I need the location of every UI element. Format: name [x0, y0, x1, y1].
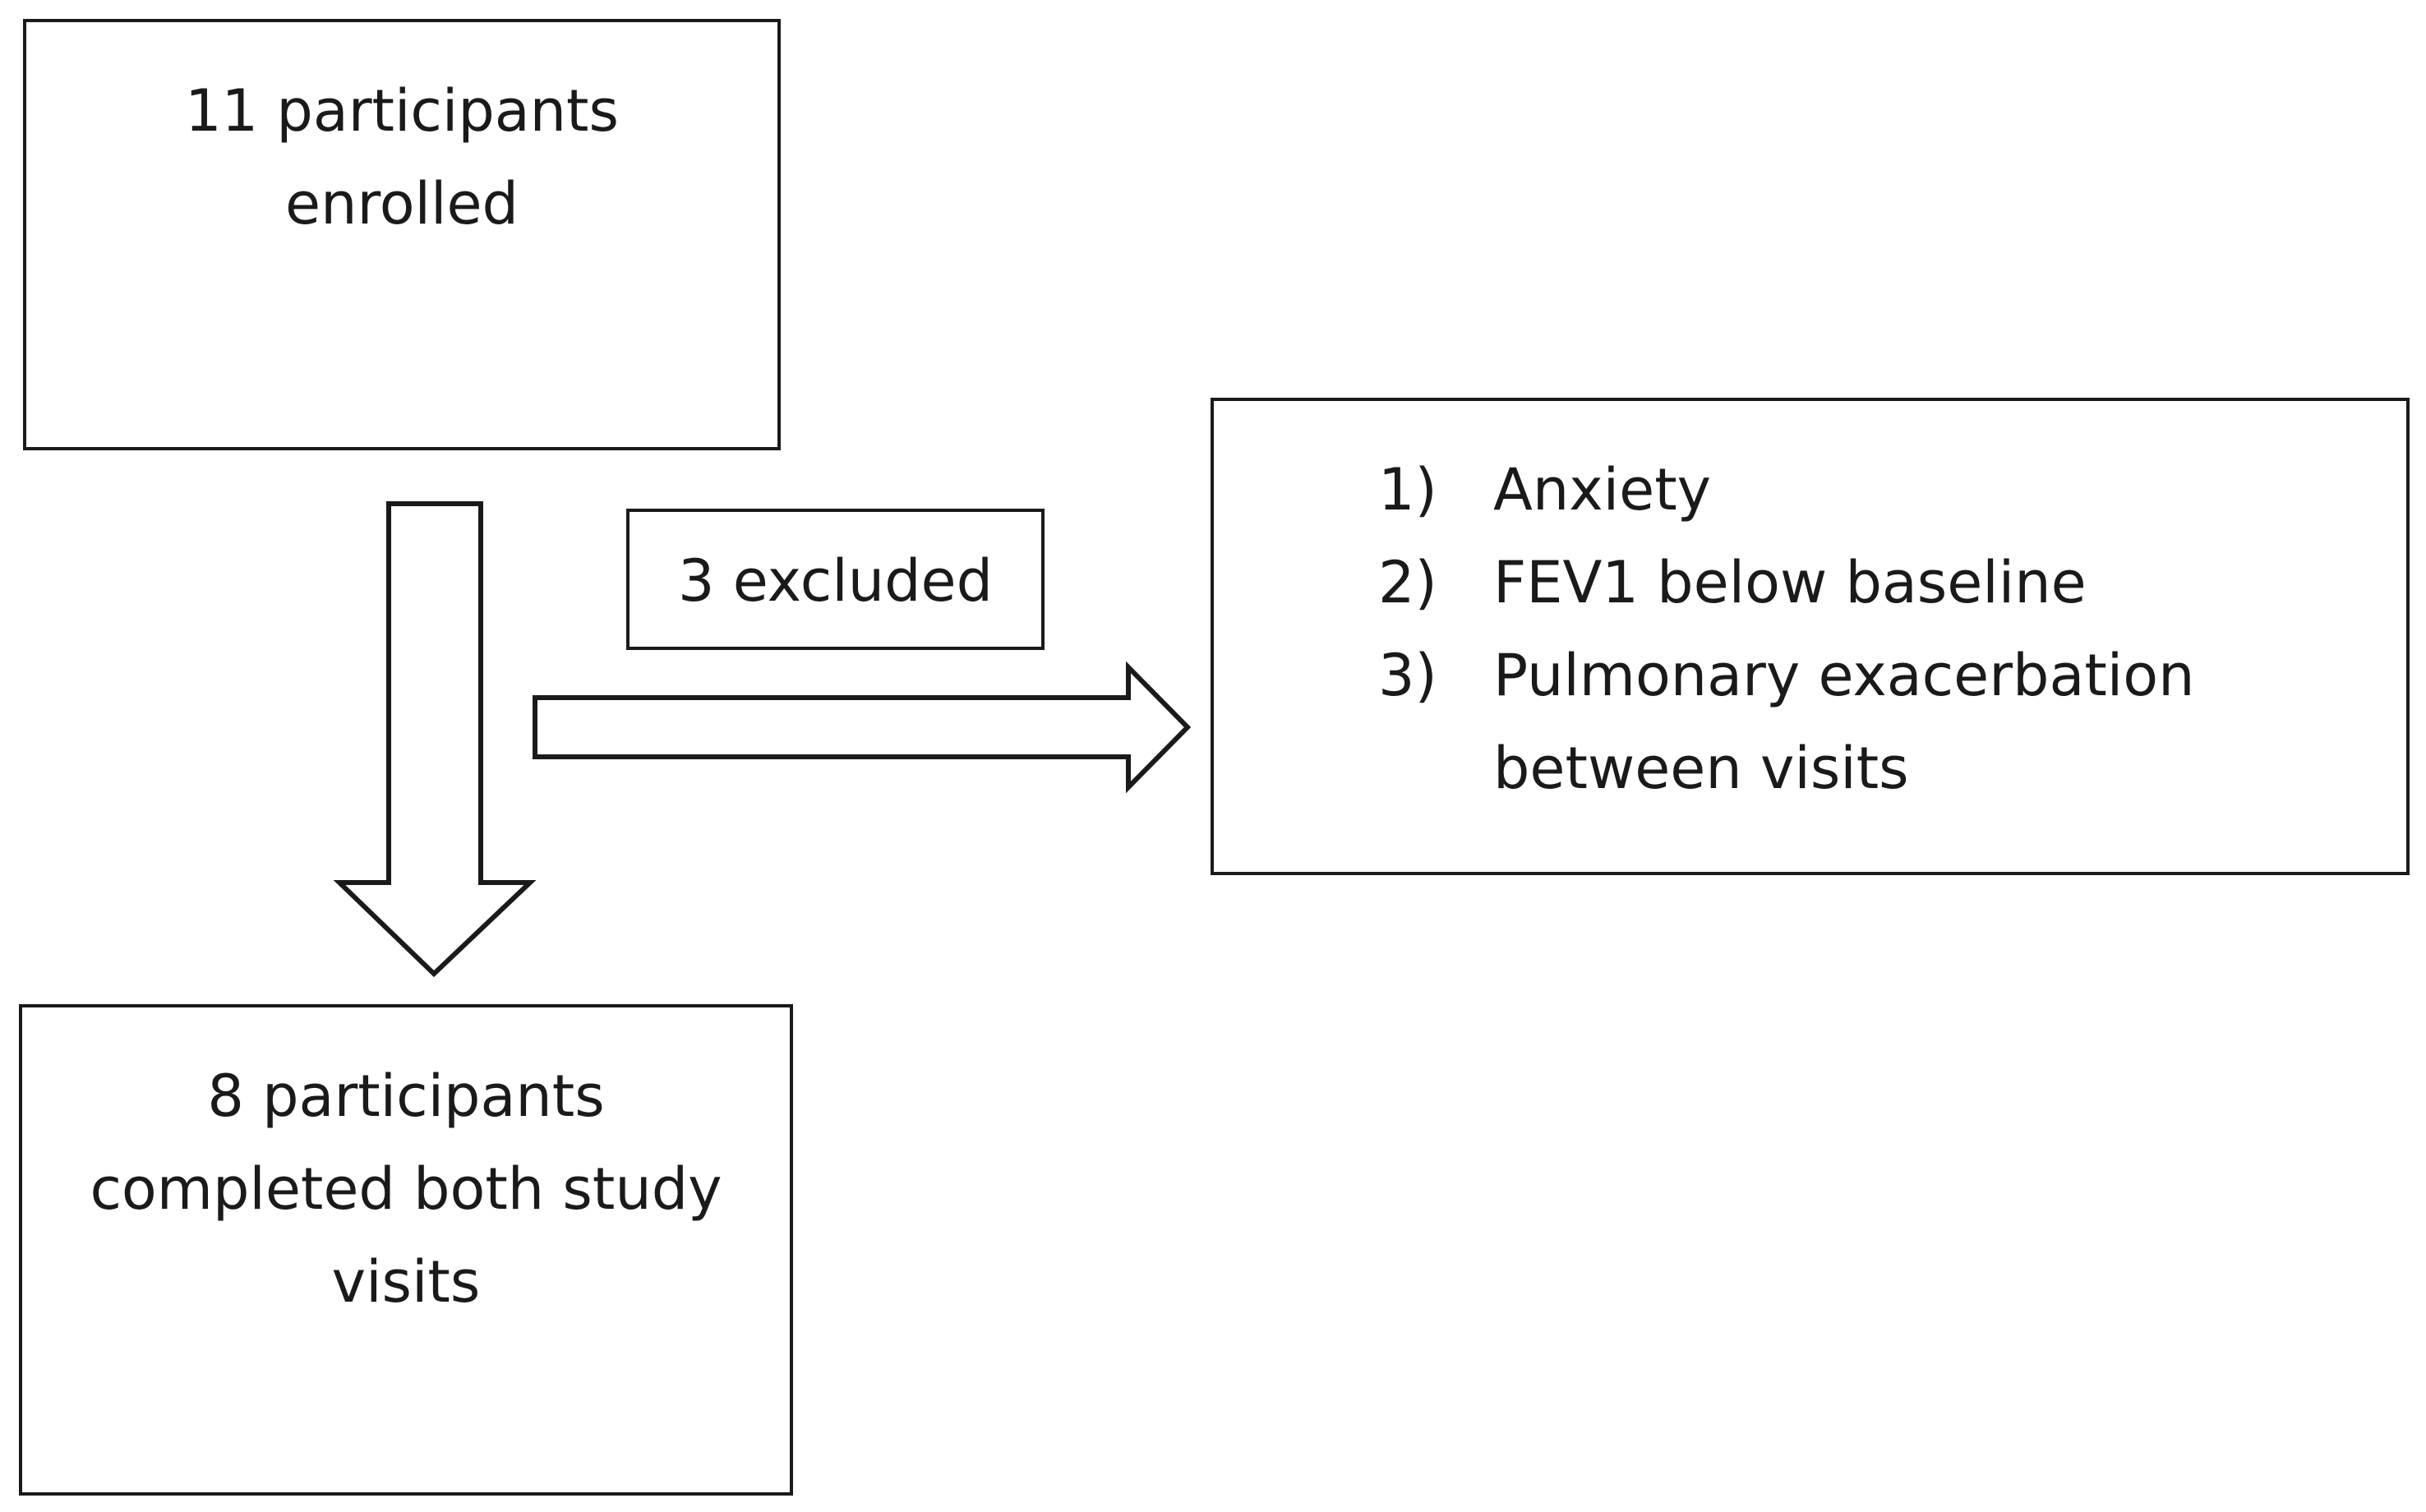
excluded-box: 3 excluded: [626, 509, 1045, 650]
enrolled-text: 11 participants enrolled: [185, 77, 619, 237]
arrow-right-shape: [533, 661, 1192, 794]
arrow-down-shape: [333, 501, 537, 978]
reason-item: 2) FEV1 below baseline: [1214, 537, 2274, 629]
reason-number: 3): [1378, 642, 1437, 709]
reason-text: Pulmonary exacerbation between visits: [1493, 642, 2195, 802]
reason-number: 2): [1378, 549, 1437, 616]
reason-text: FEV1 below baseline: [1493, 549, 2087, 616]
enrolled-box: 11 participants enrolled: [23, 19, 781, 450]
reason-number: 1): [1378, 456, 1437, 523]
exclusion-reasons-box: 1) Anxiety 2) FEV1 below baseline 3) Pul…: [1211, 398, 2410, 875]
excluded-text: 3 excluded: [677, 547, 994, 615]
completed-box: 8 participants completed both study visi…: [19, 1004, 793, 1496]
reason-item: 1) Anxiety: [1214, 444, 2274, 537]
exclusion-reasons-list: 1) Anxiety 2) FEV1 below baseline 3) Pul…: [1214, 444, 2274, 815]
reason-item: 3) Pulmonary exacerbation between visits: [1214, 629, 2274, 815]
completed-text: 8 participants completed both study visi…: [90, 1063, 722, 1316]
reason-text: Anxiety: [1493, 456, 1712, 523]
